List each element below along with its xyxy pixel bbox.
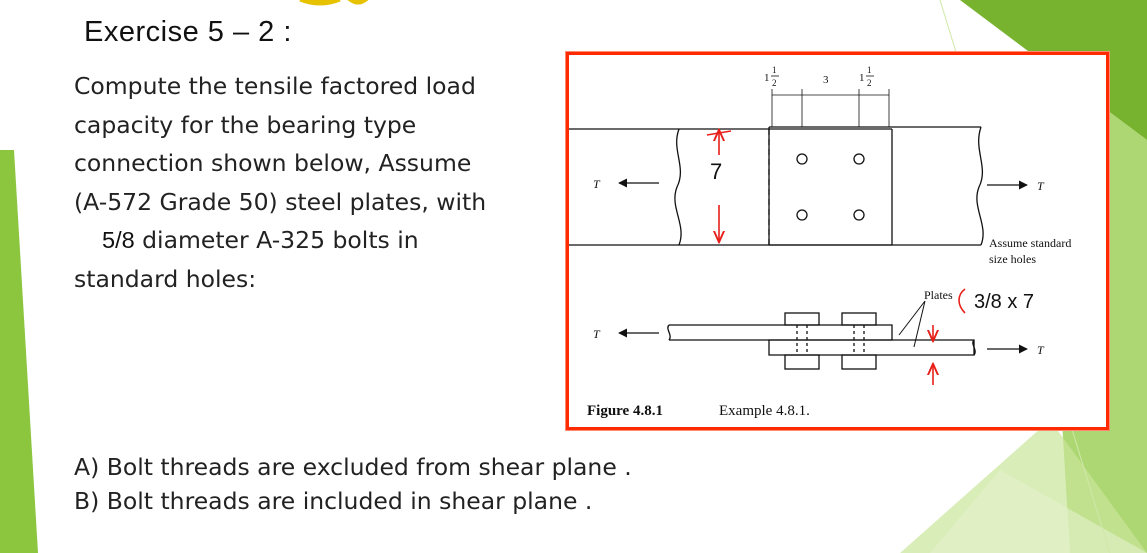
bolt-line-rest: diameter A-325 bolts in bbox=[134, 226, 419, 254]
plates-leader bbox=[898, 300, 926, 348]
caption-text: Example 4.8.1. bbox=[719, 403, 810, 419]
bottom-plate-break bbox=[972, 339, 976, 356]
bolt-hole bbox=[796, 209, 808, 221]
left-plate-plan bbox=[569, 128, 893, 246]
dim-right-whole: 1 bbox=[859, 72, 865, 84]
problem-line: Compute the tensile factored load bbox=[74, 72, 476, 100]
width-value: 7 bbox=[710, 159, 722, 184]
dim-left-whole: 1 bbox=[764, 72, 770, 84]
thickness-brace bbox=[958, 288, 966, 314]
answer-options: A) Bolt threads are excluded from shear … bbox=[74, 450, 632, 518]
force-label-left-elev: T bbox=[593, 327, 601, 341]
width-tick-top bbox=[706, 130, 732, 136]
right-plate-break bbox=[976, 126, 984, 246]
top-plate-elevation bbox=[669, 324, 893, 341]
problem-line: (A-572 Grade 50) steel plates, with bbox=[74, 187, 487, 216]
force-label-left-plan: T bbox=[593, 177, 601, 191]
note-line2: size holes bbox=[989, 252, 1036, 266]
dim-left-num: 1 bbox=[772, 65, 777, 75]
bolt-nut bbox=[784, 354, 820, 370]
top-logo-fragment bbox=[299, 0, 369, 6]
dim-left-den: 2 bbox=[772, 78, 777, 88]
option-b: B) Bolt threads are included in shear pl… bbox=[74, 487, 593, 515]
plates-size: 3/8 x 7 bbox=[974, 291, 1034, 313]
bolt-head bbox=[784, 312, 820, 326]
problem-line-bolt: 5/8 diameter A-325 bolts in bbox=[74, 221, 554, 260]
bolt-size: 5/8 bbox=[102, 227, 135, 253]
dim-middle: 3 bbox=[823, 74, 829, 86]
force-label-right-elev: T bbox=[1037, 343, 1045, 357]
bolt-nut bbox=[841, 354, 877, 370]
left-green-bar bbox=[0, 150, 38, 553]
connection-figure: 1 1 2 3 1 1 2 bbox=[569, 65, 1071, 419]
dim-right-den: 2 bbox=[867, 78, 872, 88]
top-plate-break bbox=[667, 324, 671, 341]
caption-label: Figure 4.8.1 bbox=[587, 403, 663, 419]
dim-right-num: 1 bbox=[867, 65, 872, 75]
bolt-hole bbox=[796, 153, 808, 165]
problem-line: connection shown below, Assume bbox=[74, 149, 472, 177]
bolt-hole bbox=[853, 153, 865, 165]
plan-view bbox=[569, 126, 984, 246]
left-plate-break bbox=[674, 128, 682, 246]
bottom-right-light-facet-2 bbox=[930, 470, 1147, 553]
right-plate-plan bbox=[768, 126, 981, 246]
elevation-view bbox=[667, 300, 976, 370]
bolt-head bbox=[841, 312, 877, 326]
problem-line: capacity for the bearing type bbox=[74, 110, 417, 139]
problem-line: standard holes: bbox=[74, 264, 257, 293]
bolt-hole bbox=[853, 209, 865, 221]
figure-frame: 1 1 2 3 1 1 2 bbox=[566, 52, 1109, 430]
plates-label: Plates bbox=[924, 288, 953, 302]
slide-title: Exercise 5 – 2 : bbox=[84, 16, 292, 48]
thickness-annotation bbox=[933, 288, 966, 385]
note-line1: Assume standard bbox=[989, 236, 1071, 250]
force-label-right-plan: T bbox=[1037, 179, 1045, 193]
width-annotation bbox=[706, 130, 732, 241]
bottom-plate-elevation bbox=[768, 339, 975, 356]
option-a: A) Bolt threads are excluded from shear … bbox=[74, 453, 632, 481]
problem-statement: Compute the tensile factored load capaci… bbox=[74, 67, 554, 298]
